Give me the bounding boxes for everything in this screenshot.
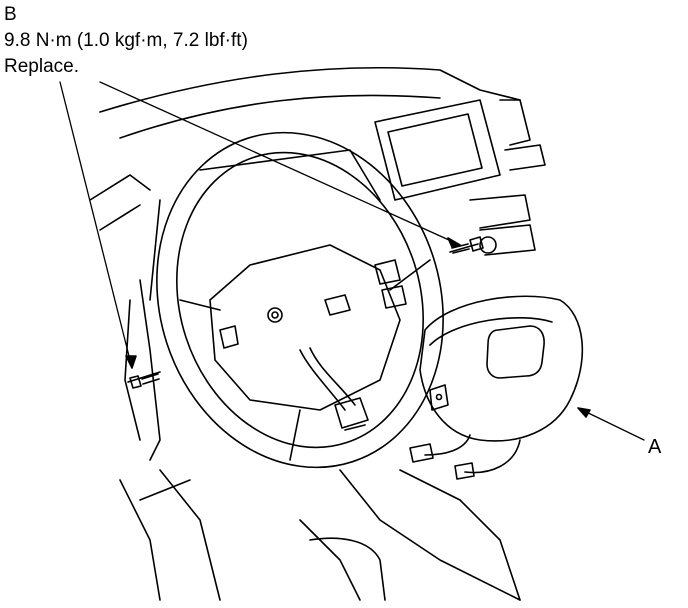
steering-hub (209, 244, 401, 411)
bolt-callout-label: B (4, 4, 17, 25)
leader-line-bolt-right (99, 81, 461, 246)
airbag-connector-wire (424, 434, 471, 456)
leader-line-bolt-left (59, 81, 133, 369)
steering-switch-right (374, 259, 401, 285)
airbag-emblem (486, 325, 545, 379)
steering-wheel-rim (156, 131, 444, 469)
torque-specification: 9.8 N·m (1.0 kgf·m, 7.2 lbf·ft) (4, 30, 248, 51)
dashboard-outline (99, 66, 521, 113)
hub-center-bolt (267, 307, 283, 323)
replace-note: Replace. (4, 56, 79, 77)
torx-bolt-right (449, 236, 497, 254)
airbag-module (419, 295, 584, 442)
airbag-callout-label: A (648, 436, 662, 458)
wiring-harness (299, 349, 346, 411)
torx-bolt-left (127, 371, 161, 389)
navigation-housing (374, 99, 501, 201)
